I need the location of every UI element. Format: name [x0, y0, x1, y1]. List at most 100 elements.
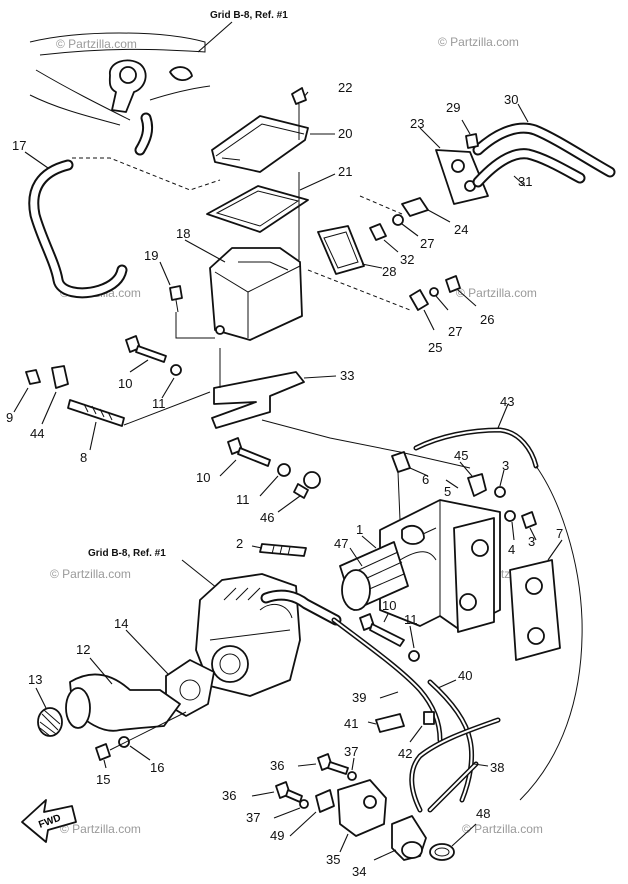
callout-47: 47 [334, 536, 348, 551]
callout-25: 25 [428, 340, 442, 355]
callout-labels: 22 20 17 21 18 19 30 29 23 31 24 27 32 2… [6, 80, 563, 879]
box-body-18 [209, 247, 303, 341]
callout-41: 41 [344, 716, 358, 731]
callout-1: 1 [356, 522, 363, 537]
callout-26: 26 [480, 312, 494, 327]
watermark-5: © Partzilla.com [50, 567, 131, 581]
fwd-arrow-icon: FWD [21, 799, 77, 843]
callout-8: 8 [80, 450, 87, 465]
tube-43 [413, 403, 539, 469]
screw-29 [465, 133, 479, 149]
screw-15 [95, 743, 111, 761]
callout-4: 4 [508, 542, 515, 557]
callout-3-lower: 3 [528, 534, 535, 549]
valve-24 [401, 197, 429, 217]
callout-27-lower: 27 [448, 324, 462, 339]
callout-43: 43 [500, 394, 514, 409]
washer-4 [504, 510, 516, 522]
watermark-4: © Partzilla.com [456, 286, 537, 300]
crankcase-outline [195, 573, 342, 697]
box-cover-20 [211, 115, 309, 173]
callout-13: 13 [28, 672, 42, 687]
callout-35: 35 [326, 852, 340, 867]
washer-11-middle [277, 463, 291, 477]
reed-plate-28 [317, 225, 383, 275]
callout-34: 34 [352, 864, 366, 879]
grid-ref-top-leader [197, 21, 233, 53]
callout-31: 31 [518, 174, 532, 189]
screw-26 [445, 275, 461, 293]
bolt-10-lower [359, 613, 405, 647]
bracket-45 [459, 461, 487, 497]
bracket-23 [419, 127, 489, 205]
washer-11-lower [408, 650, 420, 662]
upper-engine-outline [29, 32, 211, 156]
bolt-36-lower [251, 781, 303, 803]
callout-27-upper: 27 [420, 236, 434, 251]
watermark-2: © Partzilla.com [438, 35, 519, 49]
fitting-41 [367, 713, 405, 733]
filter-34 [373, 815, 427, 861]
callout-9: 9 [6, 410, 13, 425]
silencer-12 [65, 657, 181, 732]
screw-19 [159, 261, 215, 339]
callout-6: 6 [422, 472, 429, 487]
hose-17 [28, 159, 128, 299]
callout-32: 32 [400, 252, 414, 267]
callout-7: 7 [556, 526, 563, 541]
callout-46: 46 [260, 510, 274, 525]
gasket-21 [206, 185, 309, 233]
valve-25 [409, 289, 429, 311]
callout-44: 44 [30, 426, 44, 441]
callout-38: 38 [490, 760, 504, 775]
callout-36-upper: 36 [270, 758, 284, 773]
callout-37-upper: 37 [344, 744, 358, 759]
washer-37-lower [299, 799, 309, 809]
callout-33: 33 [340, 368, 354, 383]
screw-3-top [494, 486, 506, 498]
callout-5: 5 [444, 484, 451, 499]
callout-40: 40 [458, 668, 472, 683]
callout-23: 23 [410, 116, 424, 131]
carburetor-47 [339, 541, 409, 611]
callout-24: 24 [454, 222, 468, 237]
callout-14: 14 [114, 616, 128, 631]
callout-15: 15 [96, 772, 110, 787]
callout-20: 20 [338, 126, 352, 141]
screen-13 [35, 687, 63, 737]
callout-11-middle: 11 [236, 492, 250, 507]
callout-48: 48 [476, 806, 490, 821]
watermark-8: © Partzilla.com [462, 822, 543, 836]
callout-2: 2 [236, 536, 243, 551]
fitting-6 [391, 451, 429, 521]
washer-11-top [170, 364, 182, 376]
callout-29: 29 [446, 100, 460, 115]
fitting-42 [409, 711, 435, 743]
callout-37-lower: 37 [246, 810, 260, 825]
washer-27b [429, 287, 439, 297]
screw-3-lower [521, 511, 537, 529]
tube-30-31 [472, 103, 616, 188]
callout-42: 42 [398, 746, 412, 761]
callout-45: 45 [454, 448, 468, 463]
washer-16 [118, 736, 130, 748]
bolt-10-middle [219, 437, 271, 477]
watermark-7: © Partzilla.com [60, 822, 141, 836]
callout-21: 21 [338, 164, 352, 179]
nut-9 [13, 369, 41, 413]
clip-46 [277, 471, 321, 513]
callout-28: 28 [382, 264, 396, 279]
bolt-36-upper [297, 753, 349, 775]
washer-27a [392, 214, 404, 226]
callout-18: 18 [176, 226, 190, 241]
bracket-33 [211, 371, 337, 429]
callout-17: 17 [12, 138, 26, 153]
callout-3-top: 3 [502, 458, 509, 473]
callout-10-lower: 10 [382, 598, 396, 613]
callout-36-lower: 36 [222, 788, 236, 803]
gasket-7 [509, 539, 563, 661]
bracket-35 [337, 779, 387, 853]
callout-49: 49 [270, 828, 284, 843]
callout-10-top: 10 [118, 376, 132, 391]
